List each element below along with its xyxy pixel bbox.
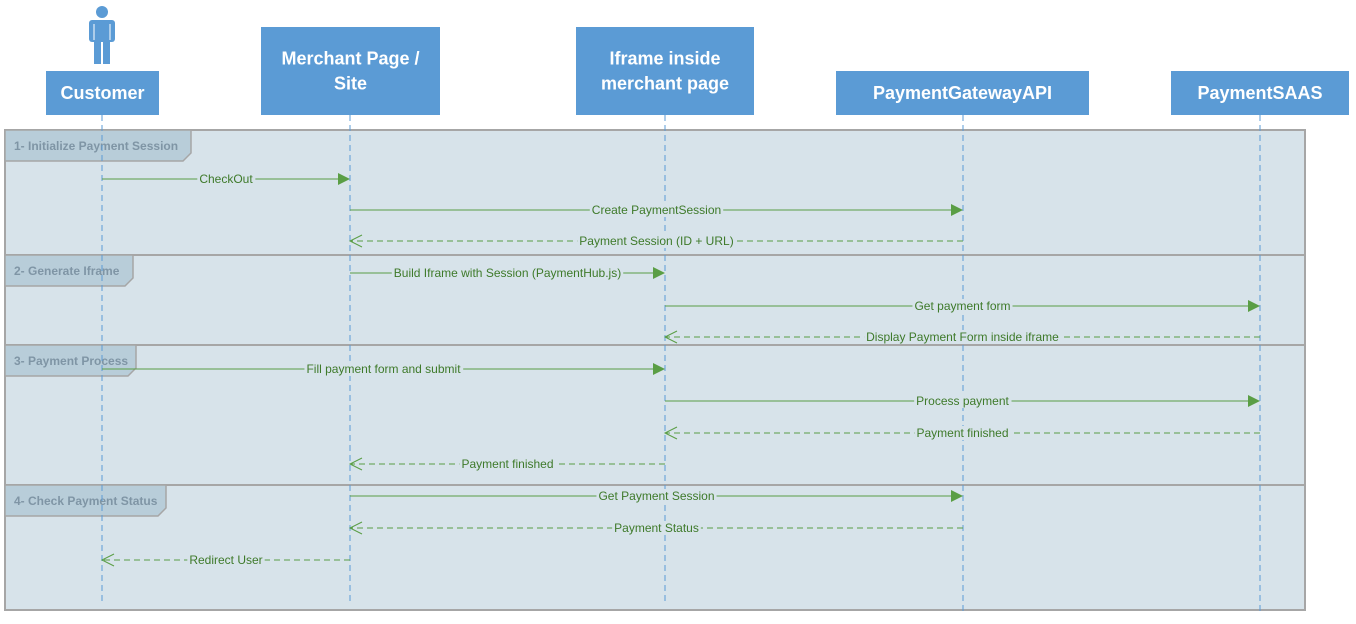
message-label: CheckOut	[199, 172, 253, 186]
message-label-bg	[589, 203, 724, 217]
message-11: Get Payment Session	[350, 489, 963, 503]
message-label: Create PaymentSession	[592, 203, 721, 217]
frame-tab	[4, 129, 192, 162]
participant-label: Merchant Page /	[281, 49, 419, 69]
message-12: Payment Status	[348, 521, 963, 535]
participant-label: PaymentGatewayAPI	[873, 83, 1052, 103]
message-label-bg	[304, 362, 464, 376]
message-label-bg	[391, 266, 624, 280]
message-label-bg	[914, 426, 1011, 440]
participant-iframe[interactable]: Iframe inside merchant page	[576, 27, 754, 115]
heads-layer: Customer Merchant Page / Site Iframe inside…	[46, 6, 1349, 115]
filled-arrowhead-icon	[1248, 300, 1260, 312]
message-label-bg	[197, 172, 256, 186]
message-7: Fill payment form and submit	[102, 362, 665, 376]
participant-saas[interactable]: PaymentSAAS	[1171, 71, 1349, 115]
participant-label: Site	[334, 74, 367, 94]
message-1: CheckOut	[102, 172, 350, 186]
message-label: Get Payment Session	[598, 489, 714, 503]
message-label: Display Payment Form inside iframe	[866, 330, 1059, 344]
participant-label: PaymentSAAS	[1197, 83, 1322, 103]
participant-box	[261, 27, 440, 115]
message-8: Process payment	[665, 394, 1260, 408]
message-label-bg	[596, 489, 717, 503]
open-arrowhead-icon	[663, 330, 678, 344]
message-label-bg	[612, 521, 701, 535]
frame-label: 4- Check Payment Status	[14, 494, 158, 508]
filled-arrowhead-icon	[653, 267, 665, 279]
frame-3: 3- Payment Process	[4, 344, 1306, 486]
message-label-bg	[912, 299, 1013, 313]
frame-tab	[4, 484, 167, 517]
open-arrowhead-icon	[663, 426, 678, 440]
message-2: Create PaymentSession	[350, 203, 963, 217]
open-arrowhead-icon	[348, 521, 363, 535]
message-label-bg	[459, 457, 556, 471]
message-label-bg	[914, 394, 1012, 408]
message-label: Get payment form	[914, 299, 1010, 313]
frame-tab	[4, 344, 137, 377]
person-icon	[89, 6, 115, 64]
frame-tab	[4, 254, 134, 287]
message-9: Payment finished	[663, 426, 1260, 440]
frames-layer: 1- Initialize Payment Session 2- Generate…	[4, 129, 1306, 611]
participant-label: Iframe inside	[609, 49, 720, 69]
message-label: Payment Session (ID + URL)	[579, 234, 733, 248]
message-13: Redirect User	[100, 553, 350, 567]
lifelines-layer	[101, 115, 1261, 614]
message-3: Payment Session (ID + URL)	[348, 234, 963, 248]
message-label: Build Iframe with Session (PaymentHub.js…	[394, 266, 621, 280]
frame-box	[4, 484, 1306, 611]
message-5: Get payment form	[665, 299, 1260, 313]
message-label: Payment finished	[461, 457, 553, 471]
message-label-bg	[187, 553, 265, 567]
frame-label: 3- Payment Process	[14, 354, 128, 368]
message-label-bg	[577, 234, 736, 248]
message-label: Redirect User	[189, 553, 262, 567]
filled-arrowhead-icon	[653, 363, 665, 375]
participant-box	[576, 27, 754, 115]
participant-label: Customer	[60, 83, 144, 103]
frame-4: 4- Check Payment Status	[4, 484, 1306, 611]
frame-label: 1- Initialize Payment Session	[14, 139, 178, 153]
message-label: Process payment	[916, 394, 1009, 408]
participant-box	[1171, 71, 1349, 115]
message-label: Payment Status	[614, 521, 699, 535]
filled-arrowhead-icon	[1248, 395, 1260, 407]
open-arrowhead-icon	[348, 457, 363, 471]
participant-customer[interactable]: Customer	[46, 6, 159, 115]
filled-arrowhead-icon	[951, 490, 963, 502]
message-10: Payment finished	[348, 457, 665, 471]
participant-box	[836, 71, 1089, 115]
participant-box	[46, 71, 159, 115]
message-label-bg	[864, 330, 1062, 344]
participant-label: merchant page	[601, 74, 729, 94]
open-arrowhead-icon	[100, 553, 115, 567]
message-4: Build Iframe with Session (PaymentHub.js…	[350, 266, 665, 280]
frame-label: 2- Generate Iframe	[14, 264, 120, 278]
participant-merchant[interactable]: Merchant Page / Site	[261, 27, 440, 115]
filled-arrowhead-icon	[951, 204, 963, 216]
message-label: Payment finished	[916, 426, 1008, 440]
participant-gateway[interactable]: PaymentGatewayAPI	[836, 71, 1089, 115]
message-label: Fill payment form and submit	[306, 362, 461, 376]
open-arrowhead-icon	[348, 234, 363, 248]
filled-arrowhead-icon	[338, 173, 350, 185]
message-6: Display Payment Form inside iframe	[663, 330, 1260, 344]
